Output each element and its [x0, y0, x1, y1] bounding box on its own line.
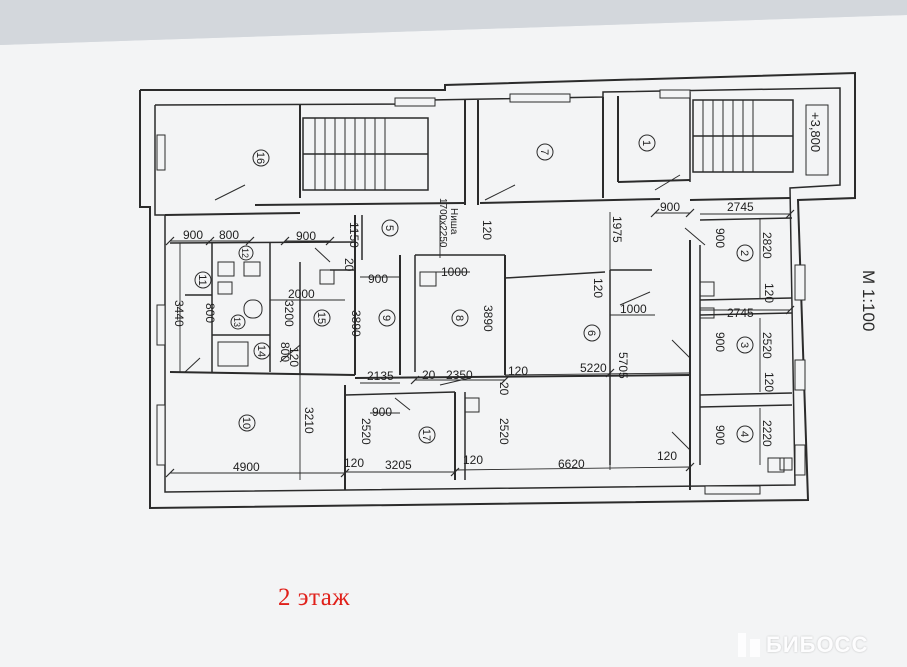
room-13: 13 [232, 317, 242, 327]
dim: 20 [422, 368, 436, 382]
room-2: 2 [738, 250, 750, 256]
room-16: 16 [254, 152, 266, 164]
dim: 5705 [616, 352, 630, 379]
walls [139, 71, 856, 510]
dimension-ticks [165, 208, 795, 478]
room-17: 17 [420, 429, 432, 441]
dim: 2520 [359, 418, 373, 445]
dim: 3890 [349, 310, 363, 337]
room-markers [194, 134, 754, 444]
dim: 3890 [481, 305, 495, 332]
room-numbers: 1 2 3 4 5 6 7 8 9 10 11 12 13 14 15 16 1… [196, 140, 750, 441]
room-5: 5 [383, 225, 395, 231]
dim: 2350 [446, 368, 473, 382]
niche-size: 1700х2250 [437, 198, 448, 248]
dim: 120 [287, 347, 301, 367]
dim: 2000 [288, 287, 315, 301]
dim: 800 [278, 342, 292, 362]
dim: 6620 [558, 457, 585, 471]
dim: 120 [344, 456, 364, 470]
room-9: 9 [380, 315, 392, 321]
dim: 2745 [727, 306, 754, 320]
room-7: 7 [538, 149, 550, 155]
dim: 120 [762, 372, 776, 392]
biboss-logo-icon [738, 633, 760, 657]
room-1: 1 [640, 140, 652, 146]
room-12: 12 [240, 248, 250, 258]
dim: 800 [203, 303, 217, 323]
dim: 2520 [497, 418, 511, 445]
dim: 2220 [760, 420, 774, 447]
dim: 1975 [610, 216, 624, 243]
dim: 900 [372, 405, 392, 419]
dim: 1150 [347, 222, 361, 248]
dim: 4900 [233, 460, 260, 474]
room-4: 4 [738, 431, 750, 437]
room-11: 11 [196, 274, 208, 285]
dim: 120 [508, 364, 528, 378]
room-8: 8 [453, 315, 465, 321]
dim: 800 [219, 228, 239, 242]
paper-shadow [0, 0, 907, 45]
dim: 900 [296, 229, 316, 243]
room-6: 6 [585, 330, 597, 336]
dim: 900 [713, 332, 727, 352]
floor-label: 2 этаж [278, 584, 351, 611]
dim: 900 [713, 228, 727, 248]
dim: 900 [183, 228, 203, 242]
dim: 2135 [367, 369, 394, 383]
niche-title: Ниша [448, 208, 459, 235]
dim: 900 [660, 200, 680, 214]
dim: 120 [657, 449, 677, 463]
dim: 3205 [385, 458, 412, 472]
elevation-mark: +3,800 [808, 112, 823, 152]
dim: 900 [368, 272, 388, 286]
dim: 3440 [172, 300, 186, 327]
dim: 2745 [727, 200, 754, 214]
dim: 3210 [302, 407, 316, 434]
room-3: 3 [738, 342, 750, 348]
paper [0, 15, 907, 667]
dim: 5220 [580, 361, 607, 375]
watermark-logo: БИБОСС [738, 630, 868, 660]
dim: 900 [713, 425, 727, 445]
dimension-labels: 900 800 900 1150 20 2000 3200 3440 800 8… [172, 200, 776, 474]
dim: 1000 [620, 302, 647, 316]
dim: 20 [342, 258, 356, 272]
dim: 2820 [760, 232, 774, 259]
scale-label: М 1:100 [859, 270, 878, 332]
dim: 120 [480, 220, 494, 240]
niche-note: Ниша 1700х2250 [437, 198, 459, 248]
dim: 3200 [282, 300, 296, 327]
dim: 1000 [441, 265, 468, 279]
dim: 120 [463, 453, 483, 467]
dim: 120 [762, 283, 776, 303]
room-15: 15 [315, 312, 327, 324]
dim: 20 [497, 382, 511, 396]
outer-wall [139, 71, 856, 510]
room-10: 10 [240, 417, 252, 429]
dim: 2520 [760, 332, 774, 359]
dim: 120 [591, 278, 605, 298]
room-14: 14 [255, 345, 267, 357]
watermark-text: БИБОСС [766, 632, 869, 657]
